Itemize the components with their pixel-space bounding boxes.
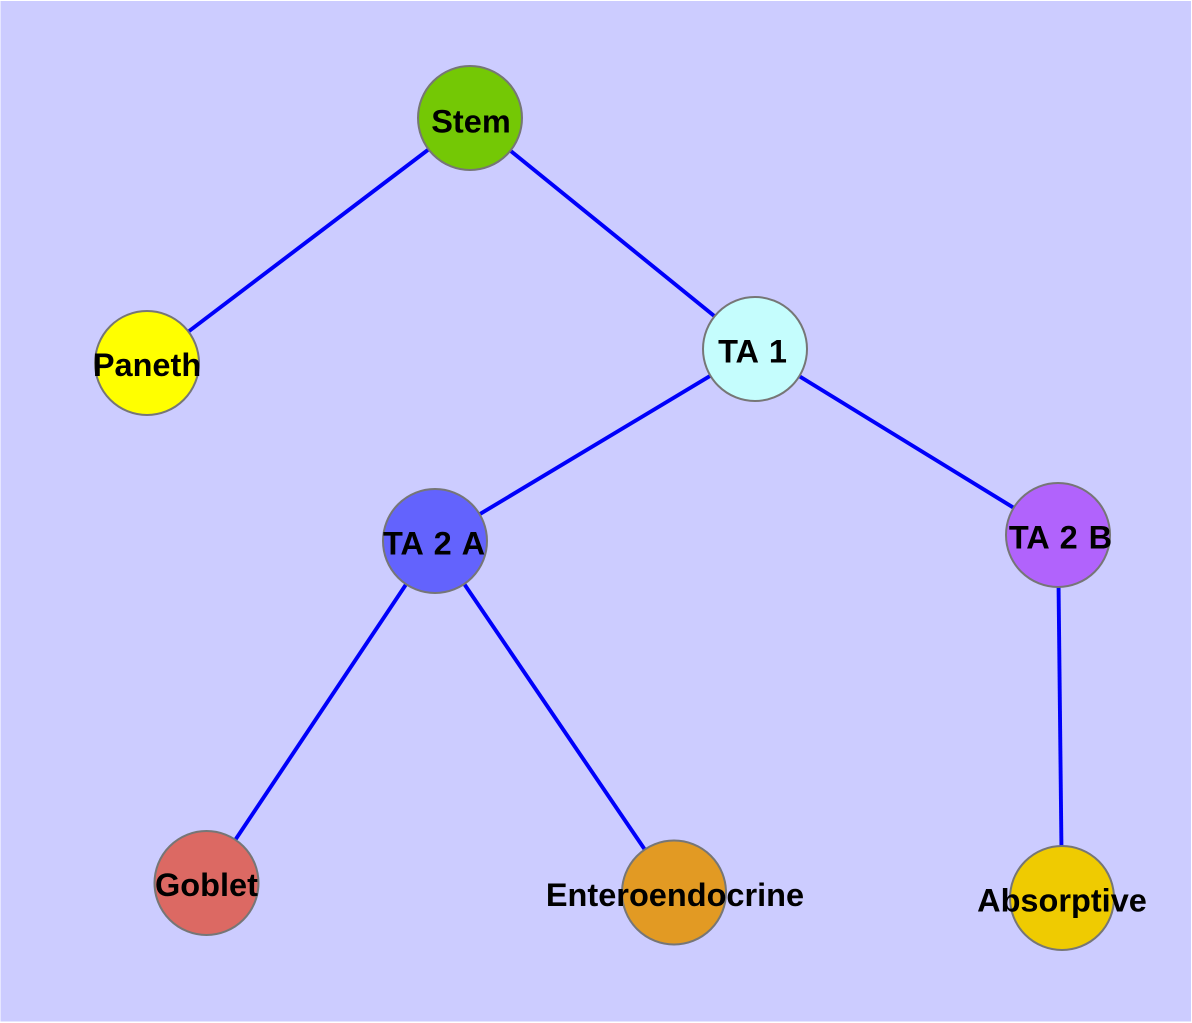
svg-text:TA 2 A: TA 2 A — [383, 526, 485, 562]
svg-text:Paneth: Paneth — [93, 347, 201, 383]
svg-text:TA 1: TA 1 — [718, 334, 787, 370]
svg-text:Enteroendocrine: Enteroendocrine — [546, 877, 804, 913]
svg-text:Absorptive: Absorptive — [977, 883, 1147, 919]
svg-text:TA 2 B: TA 2 B — [1009, 520, 1112, 556]
svg-text:Goblet: Goblet — [155, 867, 258, 903]
svg-text:Stem: Stem — [431, 104, 510, 140]
